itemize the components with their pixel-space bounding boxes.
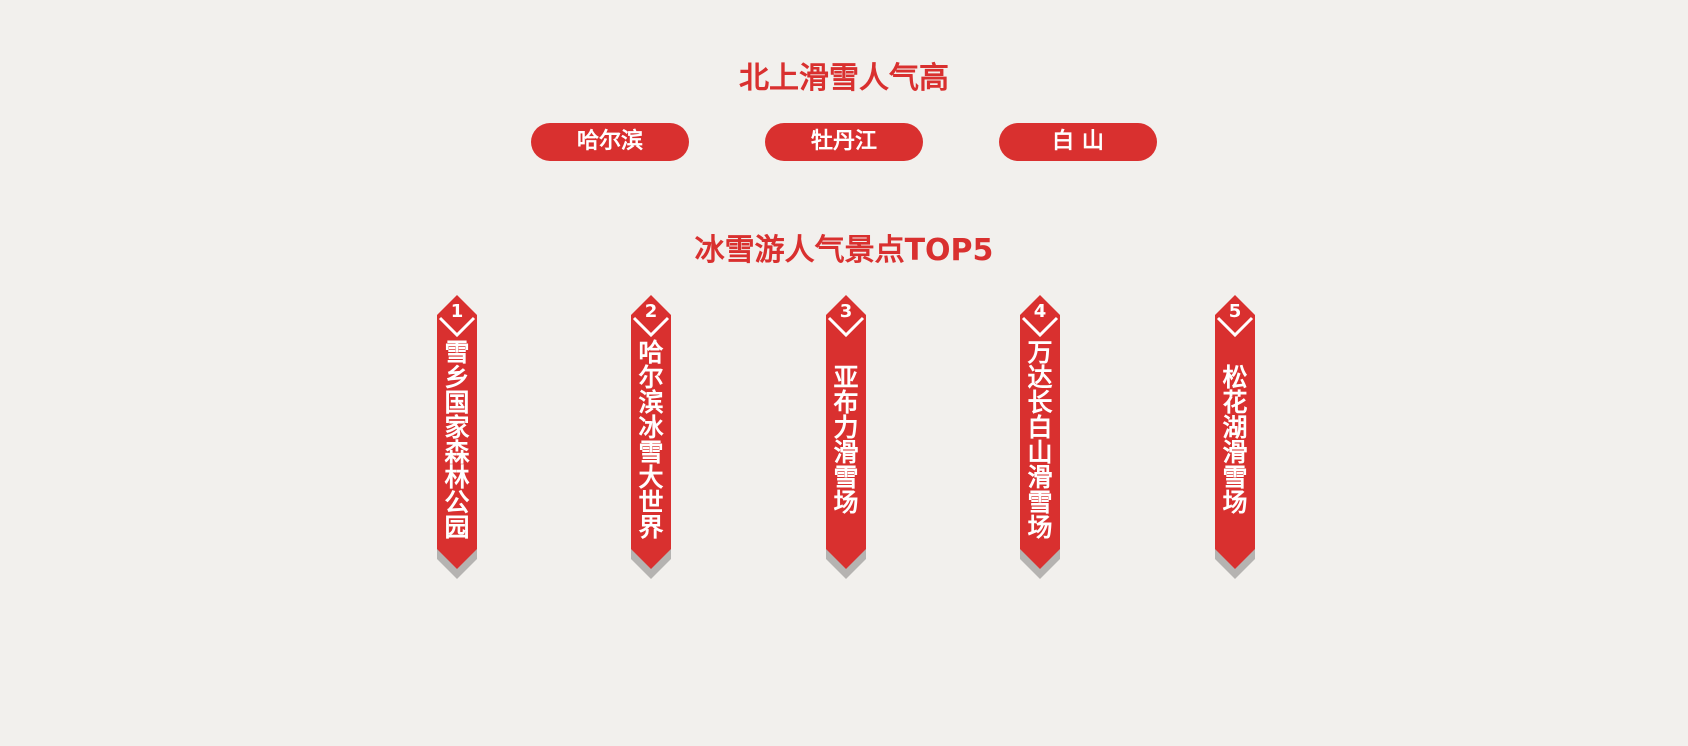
ranking-banner-icon	[1020, 295, 1060, 579]
ranking-item: 4 万达长白山滑雪场	[1020, 295, 1060, 579]
section-title-top5: 冰雪游人气景点TOP5	[694, 233, 994, 268]
ranking-banner-icon	[826, 295, 866, 579]
section-title-ski: 北上滑雪人气高	[739, 61, 949, 96]
ranking-banner-icon	[631, 295, 671, 579]
rank-number: 1	[450, 301, 464, 322]
spot-name: 松花湖滑雪场	[1222, 363, 1248, 517]
ranking-banner-icon	[437, 295, 477, 579]
rank-number: 2	[644, 301, 658, 322]
ranking-banner-icon	[1215, 295, 1255, 579]
spot-name: 哈尔滨冰雪大世界	[638, 338, 664, 542]
spot-name: 雪乡国家森林公园	[444, 338, 470, 542]
city-tag-1: 哈尔滨	[531, 123, 689, 161]
rank-number: 4	[1033, 301, 1047, 322]
spot-name: 亚布力滑雪场	[833, 363, 859, 517]
spot-name: 万达长白山滑雪场	[1027, 338, 1053, 542]
ranking-item: 5 松花湖滑雪场	[1215, 295, 1255, 579]
rank-number: 5	[1228, 301, 1242, 322]
city-tag-3: 白 山	[999, 123, 1157, 161]
city-tag-2: 牡丹江	[765, 123, 923, 161]
ranking-item: 3 亚布力滑雪场	[826, 295, 866, 579]
rank-number: 3	[839, 301, 853, 322]
ranking-item: 2 哈尔滨冰雪大世界	[631, 295, 671, 579]
ranking-item: 1 雪乡国家森林公园	[437, 295, 477, 579]
